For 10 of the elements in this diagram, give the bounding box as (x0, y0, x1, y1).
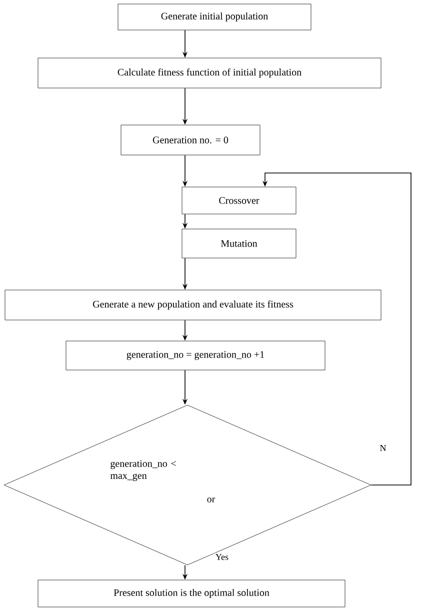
process-box: Present solution is the optimal solution (38, 580, 346, 608)
edge-label: Yes (214, 553, 230, 561)
process-box: Generate a new population and evaluate its fitness (4, 290, 382, 320)
process-box: generation_no = generation_no +1 (66, 340, 326, 370)
process-box: Mutation (182, 228, 296, 258)
process-box: Generate initial population (118, 4, 312, 30)
process-box: Generation no. = 0 (120, 124, 260, 156)
process-box: Crossover (182, 186, 296, 214)
edge-label: N (378, 444, 388, 452)
process-box: Calculate fitness function of initial population (38, 58, 382, 88)
